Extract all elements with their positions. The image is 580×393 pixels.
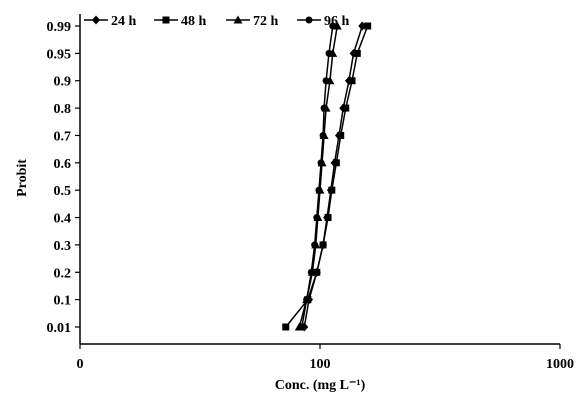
legend-label: 48 h — [181, 14, 207, 29]
x-tick-label: 0 — [77, 357, 84, 372]
x-tick-label: 1000 — [546, 357, 574, 372]
y-tick-label: 0.01 — [47, 321, 72, 336]
data-point — [325, 49, 333, 57]
series-line — [301, 25, 334, 328]
data-point — [328, 186, 336, 194]
legend-marker — [92, 15, 100, 25]
y-tick-label: 0.99 — [47, 20, 72, 35]
y-tick-label: 0.6 — [54, 157, 72, 172]
data-point — [337, 131, 345, 139]
series-96-h — [298, 22, 337, 331]
legend-item: 96 h — [297, 14, 350, 29]
y-tick-label: 0.5 — [54, 184, 72, 199]
data-point — [342, 104, 350, 112]
y-axis-ticks: 0.01 0.1 0.2 0.3 0.4 0.5 0.6 0.7 0.8 0.9 0.95 0.99 — [47, 20, 80, 336]
data-point — [313, 268, 321, 276]
data-point — [311, 241, 319, 249]
legend-marker — [305, 16, 313, 24]
y-axis-title: Probit — [15, 159, 30, 197]
series-layer — [282, 21, 372, 332]
x-axis-title: Conc. (mg L⁻¹) — [275, 378, 366, 393]
y-tick-label: 0.95 — [47, 47, 72, 62]
data-point — [332, 159, 340, 167]
y-tick-label: 0.9 — [54, 75, 72, 90]
data-point — [319, 241, 327, 249]
data-point — [324, 214, 332, 222]
legend-item: 72 h — [226, 14, 279, 29]
data-point — [317, 159, 325, 167]
series-line — [298, 25, 338, 328]
data-point — [282, 323, 290, 331]
data-point — [353, 49, 361, 57]
legend-marker — [233, 15, 243, 24]
data-point — [329, 22, 337, 30]
legend-label: 72 h — [253, 14, 279, 29]
legend-marker — [162, 16, 170, 24]
y-tick-label: 0.4 — [54, 212, 72, 227]
data-point — [320, 104, 328, 112]
y-tick-label: 0.3 — [54, 239, 72, 254]
y-tick-label: 0.7 — [54, 129, 72, 144]
data-point — [315, 186, 323, 194]
y-tick-label: 0.1 — [54, 294, 72, 309]
x-axis-ticks: 0 100 1000 — [77, 344, 574, 372]
y-tick-label: 0.8 — [54, 102, 72, 117]
data-point — [319, 131, 327, 139]
legend-label: 96 h — [324, 14, 350, 29]
data-point — [303, 296, 311, 304]
data-point — [364, 22, 372, 30]
x-tick-label: 100 — [310, 357, 331, 372]
y-tick-label: 0.2 — [54, 266, 72, 281]
data-point — [348, 77, 356, 85]
data-point — [307, 268, 315, 276]
data-point — [313, 214, 321, 222]
data-point — [298, 323, 306, 331]
legend: 24 h 48 h 72 h 96 h — [84, 14, 350, 29]
data-point — [322, 77, 330, 85]
legend-label: 24 h — [111, 14, 137, 29]
series-line — [285, 25, 369, 328]
legend-item: 24 h — [84, 14, 137, 29]
legend-item: 48 h — [154, 14, 207, 29]
